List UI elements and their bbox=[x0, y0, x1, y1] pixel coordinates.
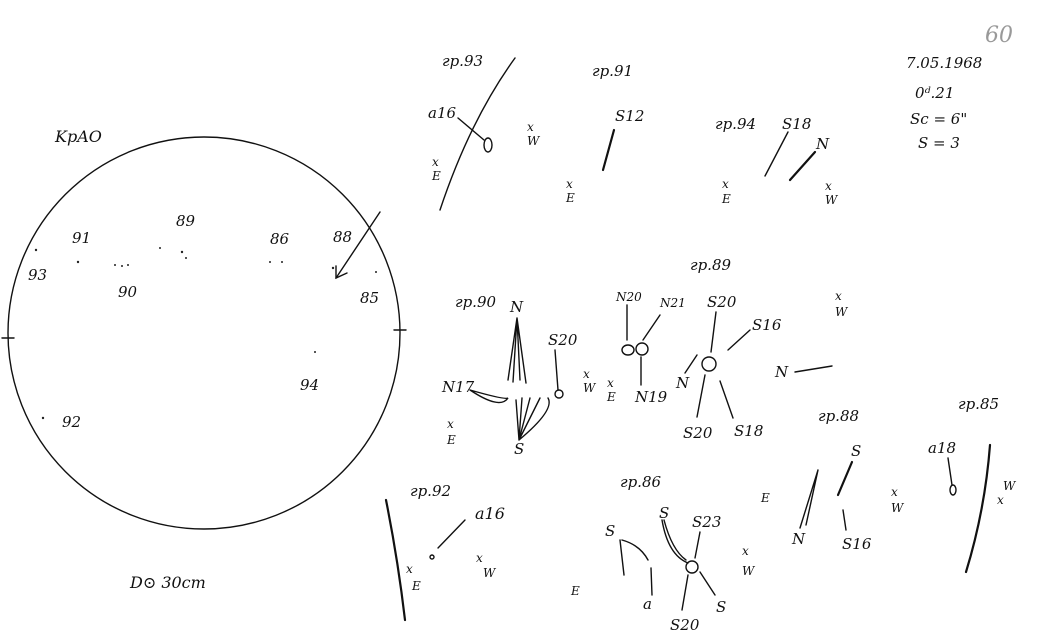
annotation: a18 bbox=[928, 439, 956, 457]
annotation: S20 bbox=[670, 616, 700, 634]
annotation: x bbox=[406, 562, 413, 576]
group-title: гр.86 bbox=[620, 473, 661, 491]
rotation-arrow bbox=[335, 211, 381, 280]
annotation: W bbox=[483, 566, 497, 580]
annotation: S20 bbox=[683, 424, 713, 442]
annotation: x bbox=[722, 177, 729, 191]
annotation: x bbox=[607, 376, 614, 390]
group-92-sketch: a16 x E x W bbox=[384, 498, 505, 622]
annotation: x bbox=[583, 367, 590, 381]
annotation: N bbox=[791, 530, 806, 548]
annotation: E bbox=[446, 433, 456, 447]
annotation: N20 bbox=[615, 290, 642, 304]
annotation: x bbox=[432, 155, 439, 169]
annotation: S16 bbox=[752, 316, 782, 334]
annotation: S bbox=[659, 504, 669, 522]
group-title: гр.90 bbox=[455, 293, 496, 311]
disk-label: 89 bbox=[176, 212, 196, 230]
annotation: N21 bbox=[659, 296, 686, 310]
observatory-label: KpAO bbox=[54, 127, 102, 146]
annotation: a16 bbox=[475, 504, 505, 523]
disk-label: 90 bbox=[118, 283, 138, 301]
annotation: E bbox=[431, 169, 441, 183]
annotation: x bbox=[997, 493, 1004, 507]
annotation: x bbox=[891, 485, 898, 499]
annotation: N17 bbox=[441, 378, 475, 396]
annotation: a16 bbox=[428, 104, 456, 122]
observation-time: 0ᵈ.21 bbox=[915, 84, 954, 102]
annotation: E bbox=[565, 191, 575, 205]
annotation: W bbox=[891, 501, 905, 515]
instrument-label: D⊙ 30cm bbox=[129, 573, 206, 592]
annotation: x bbox=[476, 551, 483, 565]
disk-label: 91 bbox=[72, 229, 91, 247]
solar-disk bbox=[7, 136, 401, 530]
annotation: x bbox=[527, 120, 534, 134]
annotation: x bbox=[742, 544, 749, 558]
group-title: гр.89 bbox=[690, 256, 731, 274]
annotation: S bbox=[605, 522, 615, 540]
group-title: гр.94 bbox=[715, 115, 756, 133]
observation-date: 7.05.1968 bbox=[906, 54, 982, 72]
annotation: E bbox=[721, 192, 731, 206]
annotation: x bbox=[447, 417, 454, 431]
annotation: x bbox=[825, 179, 832, 193]
group-titles: гр.93 гр.91 гр.94 гр.90 гр.89 гр.88 гр.8… bbox=[410, 52, 999, 500]
group-title: гр.88 bbox=[818, 407, 859, 425]
annotation: W bbox=[583, 381, 597, 395]
disk-label: 85 bbox=[360, 289, 379, 307]
annotation: N19 bbox=[634, 388, 668, 406]
group-title: гр.92 bbox=[410, 482, 451, 500]
disk-label: 92 bbox=[62, 413, 81, 431]
page-number: 60 bbox=[985, 23, 1013, 48]
annotation: S bbox=[851, 442, 861, 460]
group-89-sketch: N20 N21 S20 S16 N N19 S20 S18 x E x W N bbox=[606, 289, 849, 442]
annotation: x bbox=[566, 177, 573, 191]
annotation: x bbox=[835, 289, 842, 303]
disk-label: 93 bbox=[28, 266, 47, 284]
annotation: S18 bbox=[734, 422, 763, 440]
annotation: S16 bbox=[842, 535, 872, 553]
annotation: W bbox=[835, 305, 849, 319]
group-title: гр.91 bbox=[592, 62, 633, 80]
disk-spots bbox=[34, 247, 377, 420]
disk-group-labels: 93 91 89 86 88 90 85 94 92 bbox=[28, 212, 379, 431]
annotation: N bbox=[774, 363, 789, 381]
annotation: S12 bbox=[615, 107, 644, 125]
seeing-value: Sc = 6" bbox=[910, 110, 967, 128]
disk-label: 88 bbox=[333, 228, 352, 246]
group-88-sketch: S N S16 E x W bbox=[760, 442, 905, 553]
annotation: E bbox=[570, 584, 580, 598]
annotation: N bbox=[815, 135, 830, 153]
group-93-sketch: a16 x E bbox=[428, 57, 516, 211]
disk-label: 94 bbox=[300, 376, 319, 394]
annotation: S18 bbox=[782, 115, 811, 133]
group-title: гр.85 bbox=[958, 395, 999, 413]
annotation: N bbox=[509, 298, 524, 316]
disk-label: 86 bbox=[270, 230, 290, 248]
annotation: W bbox=[825, 193, 839, 207]
group-title: гр.93 bbox=[442, 52, 483, 70]
annotation: S bbox=[514, 440, 524, 458]
annotation: E bbox=[411, 579, 421, 593]
group-86-sketch: S S S23 S20 S a E x W bbox=[570, 504, 756, 634]
annotation: S20 bbox=[707, 293, 737, 311]
annotation: N bbox=[675, 374, 690, 392]
annotation: E bbox=[760, 491, 770, 505]
annotation: S23 bbox=[692, 513, 721, 531]
s-value: S = 3 bbox=[918, 134, 960, 152]
annotation: S bbox=[716, 598, 726, 616]
group-85-sketch: a18 x W bbox=[928, 439, 1017, 574]
annotation: W bbox=[1003, 479, 1017, 493]
annotation: E bbox=[606, 390, 616, 404]
annotation: S20 bbox=[548, 331, 578, 349]
annotation: W bbox=[527, 134, 541, 148]
group-91-sketch: S12 x W x E bbox=[527, 107, 644, 205]
group-94-sketch: S18 N x E x W bbox=[721, 115, 839, 207]
annotation: W bbox=[742, 564, 756, 578]
group-90-sketch: N N17 S20 S x W x E bbox=[441, 298, 597, 458]
annotation: a bbox=[643, 595, 652, 613]
